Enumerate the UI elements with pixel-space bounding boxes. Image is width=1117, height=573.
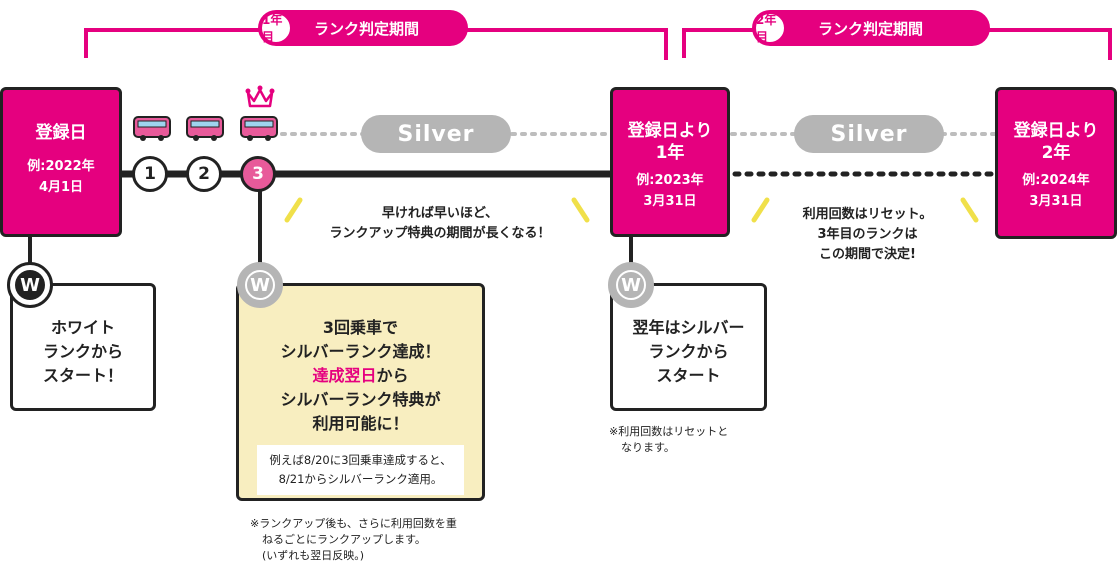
tick-mark	[751, 197, 770, 223]
tick-mark	[960, 197, 979, 223]
silver-achieve-box: 3回乗車で シルバーランク達成！ 達成翌日から シルバーランク特典が 利用可能に…	[236, 283, 485, 501]
achieve-line5: 利用可能に！	[312, 414, 409, 433]
period-year-badge: 2年目	[754, 12, 786, 44]
silver-box-line1: 翌年はシルバー	[632, 318, 745, 337]
period-header-year1: 1年目 ランク判定期間	[258, 10, 468, 46]
tick-mark	[571, 197, 590, 223]
crown-icon	[245, 85, 275, 108]
achieve-example-line2: 8/21からシルバーランク適用。	[278, 472, 443, 486]
rank-w-icon: W	[15, 270, 45, 300]
achieve-example: 例えば8/20に3回乗車達成すると、 8/21からシルバーランク適用。	[257, 445, 464, 495]
silver-rank-badge: W	[608, 262, 654, 308]
white-rank-badge: W	[7, 262, 53, 308]
white-box-line1: ホワイト	[50, 318, 115, 337]
year1-date-line2: 3月31日	[643, 194, 697, 209]
achieve-line3: 達成翌日から	[239, 364, 482, 388]
year1-date-line1: 例:2023年	[636, 173, 704, 188]
note-reset: ※利用回数はリセットと なります。	[609, 424, 769, 456]
achieve-line4: シルバーランク特典が	[280, 390, 441, 409]
period-label: ランク判定期間	[314, 19, 420, 38]
white-box-line3: スタート！	[42, 366, 123, 385]
year1-title-line2: 1年	[655, 143, 685, 163]
bus-icon	[133, 116, 171, 141]
period-label: ランク判定期間	[818, 19, 924, 38]
achieve-line3-rest: から	[376, 366, 409, 385]
caption-reset-line2: 3年目のランクは	[817, 227, 918, 242]
year2-date-line2: 3月31日	[1029, 194, 1083, 209]
achieve-line2: シルバーランク達成！	[280, 342, 441, 361]
rank-w-icon: W	[616, 270, 646, 300]
year1-date-box: 登録日より 1年 例:2023年 3月31日	[610, 87, 730, 237]
note-rankup-line2: ねるごとにランクアップします。	[262, 533, 426, 546]
ride-count-3: 3	[240, 156, 276, 192]
achieve-line3-accent: 達成翌日	[312, 366, 377, 385]
period-year-badge: 1年目	[260, 12, 292, 44]
ride-count-2: 2	[186, 156, 222, 192]
note-rankup-line1: ※ランクアップ後も、さらに利用回数を重	[250, 517, 457, 530]
silver-rank-badge: W	[237, 262, 283, 308]
bus-icon	[240, 116, 278, 141]
note-rankup: ※ランクアップ後も、さらに利用回数を重 ねるごとにランクアップします。 (いずれ…	[250, 516, 500, 564]
year2-title-line1: 登録日より	[1013, 121, 1099, 141]
note-reset-line1: ※利用回数はリセットと	[609, 425, 729, 438]
rank-w-icon: W	[245, 270, 275, 300]
silver-rank-label: Silver	[794, 115, 944, 153]
white-rank-box: ホワイト ランクから スタート！	[10, 283, 156, 411]
start-date-line1: 例:2022年	[27, 159, 95, 174]
note-rankup-line3: (いずれも翌日反映。)	[262, 549, 365, 562]
caption-reset-line3: この期間で決定!	[819, 247, 916, 262]
start-date-title: 登録日	[35, 123, 87, 143]
white-box-line2: ランクから	[42, 342, 123, 361]
achieve-line1: 3回乗車で	[322, 318, 399, 337]
ride-count-1: 1	[132, 156, 168, 192]
note-reset-line2: なります。	[621, 441, 675, 454]
start-date-line2: 4月1日	[38, 180, 84, 195]
caption-early: 早ければ早いほど、 ランクアップ特典の期間が長くなる！	[300, 204, 580, 244]
year1-title-line1: 登録日より	[627, 121, 713, 141]
year2-title-line2: 2年	[1041, 143, 1071, 163]
silver-box-line3: スタート	[656, 366, 721, 385]
period-header-year2: 2年目 ランク判定期間	[752, 10, 990, 46]
achieve-example-line1: 例えば8/20に3回乗車達成すると、	[269, 453, 452, 467]
silver-rank-label: Silver	[361, 115, 511, 153]
caption-early-line1: 早ければ早いほど、	[381, 206, 499, 221]
start-date-box: 登録日 例:2022年 4月1日	[0, 87, 122, 237]
caption-reset-line1: 利用回数はリセット。	[802, 207, 933, 222]
year2-date-box: 登録日より 2年 例:2024年 3月31日	[995, 87, 1117, 239]
tick-mark	[284, 197, 303, 223]
bus-icon	[186, 116, 224, 141]
caption-reset: 利用回数はリセット。 3年目のランクは この期間で決定!	[770, 205, 965, 265]
silver-box-line2: ランクから	[648, 342, 729, 361]
year2-date-line1: 例:2024年	[1022, 173, 1090, 188]
caption-early-line2: ランクアップ特典の期間が長くなる！	[329, 226, 551, 241]
